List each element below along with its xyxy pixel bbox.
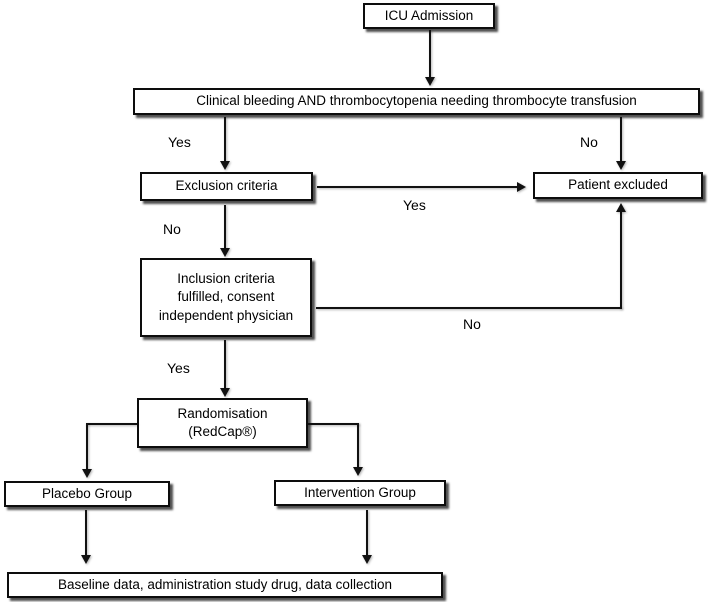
- node-patient-excluded: Patient excluded: [533, 172, 703, 199]
- arrowhead-right-icon: [517, 182, 526, 192]
- arrowhead-down-icon: [353, 467, 363, 476]
- edge-label-screening-no: No: [580, 134, 598, 150]
- arrowhead-down-icon: [82, 469, 92, 478]
- edge-label-inclusion-yes: Yes: [167, 360, 190, 376]
- arrowhead-down-icon: [220, 161, 230, 170]
- node-placebo-group: Placebo Group: [4, 481, 170, 507]
- arrowhead-down-icon: [220, 248, 230, 257]
- edge-label-inclusion-no: No: [463, 316, 481, 332]
- arrowhead-down-icon: [425, 77, 435, 86]
- node-randomisation: Randomisation (RedCap®): [137, 398, 308, 448]
- node-icu-admission: ICU Admission: [363, 3, 495, 29]
- node-screening-criteria: Clinical bleeding AND thrombocytopenia n…: [133, 88, 700, 115]
- arrowhead-down-icon: [220, 388, 230, 397]
- edge-label-screening-yes: Yes: [168, 134, 191, 150]
- node-baseline-data: Baseline data, administration study drug…: [7, 572, 443, 598]
- edge-label-exclusion-yes: Yes: [403, 197, 426, 213]
- node-inclusion-criteria: Inclusion criteria fulfilled, consent in…: [140, 258, 312, 337]
- arrowhead-down-icon: [81, 555, 91, 564]
- arrowhead-down-icon: [362, 555, 372, 564]
- edge-label-exclusion-no: No: [163, 221, 181, 237]
- node-intervention-group: Intervention Group: [274, 480, 446, 506]
- arrowhead-down-icon: [616, 161, 626, 170]
- node-exclusion-criteria: Exclusion criteria: [140, 172, 313, 201]
- arrowhead-up-icon: [616, 203, 626, 212]
